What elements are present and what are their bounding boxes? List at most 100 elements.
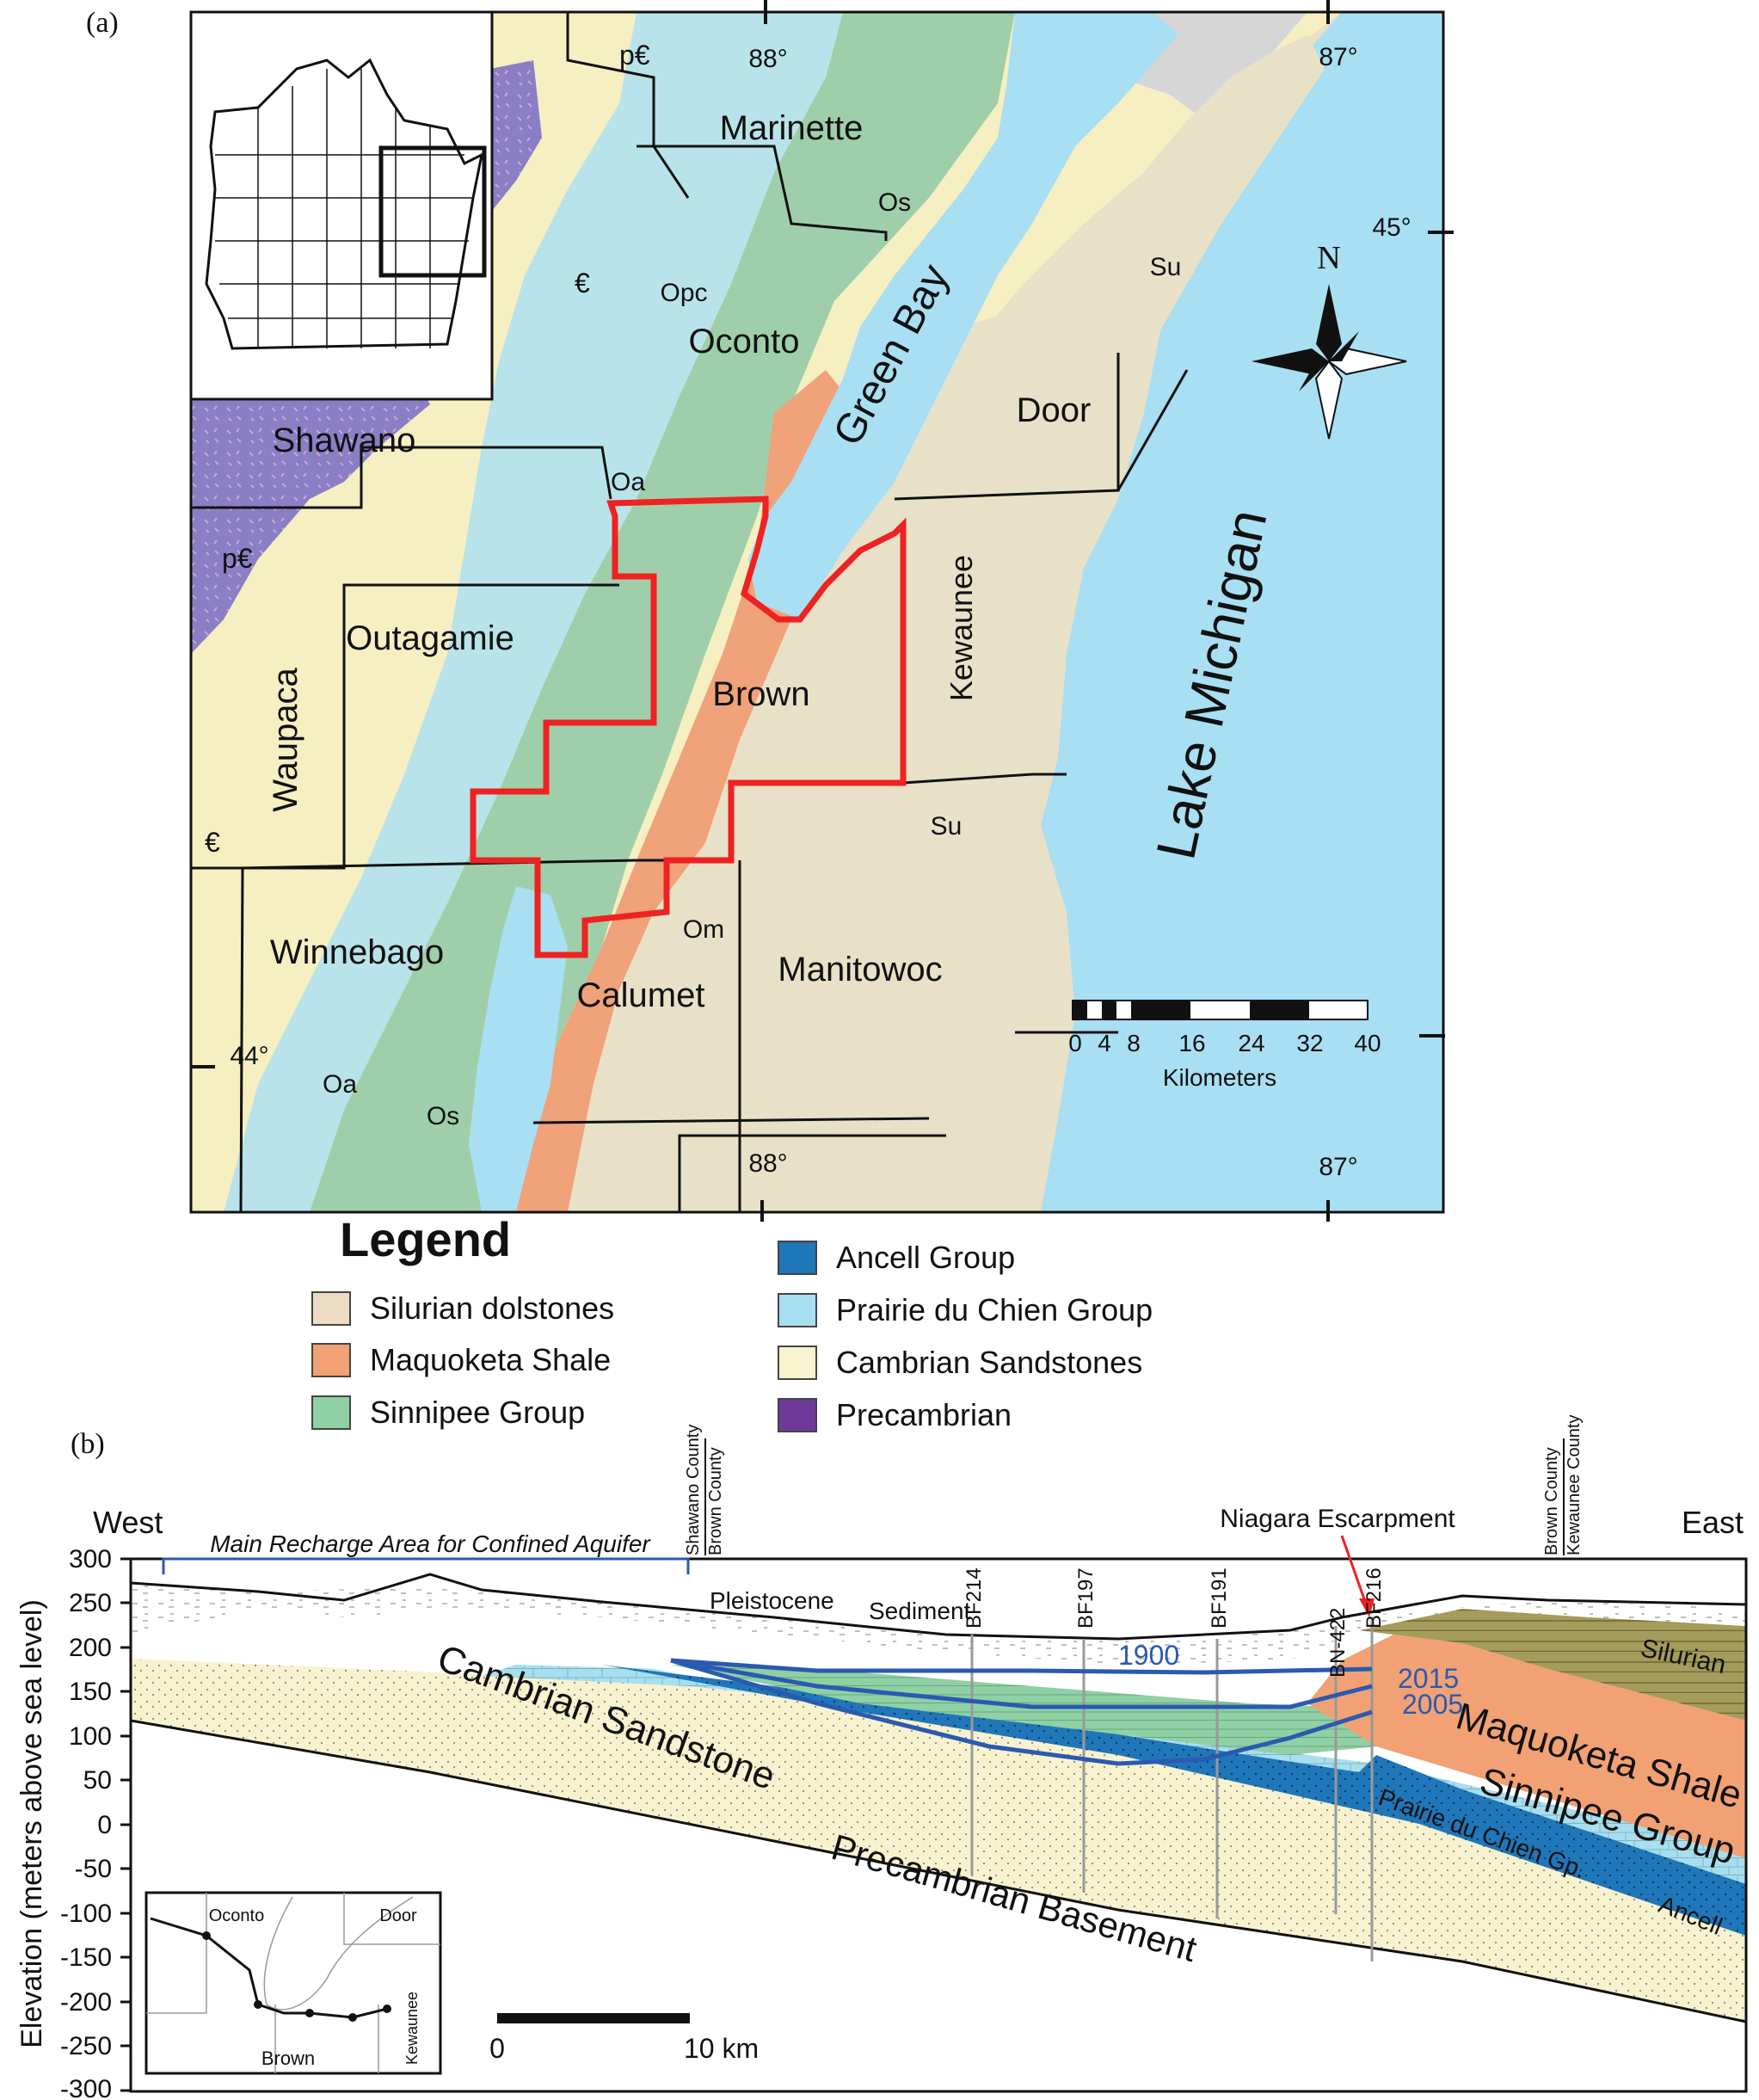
scale-tick-8: 8 <box>1127 1030 1141 1056</box>
label-shawano: Shawano <box>273 422 416 459</box>
unit-su-south: Su <box>931 812 963 841</box>
graticule-88-top: 88° <box>748 45 787 73</box>
county-right-top: Brown County <box>1542 1447 1561 1555</box>
label-waupaca: Waupaca <box>267 667 304 811</box>
label-brown: Brown <box>712 675 809 713</box>
legend-swatch <box>778 1293 817 1327</box>
scale-tick-4: 4 <box>1098 1030 1111 1056</box>
wisconsin-inset <box>189 10 494 401</box>
label-winnebago: Winnebago <box>270 933 444 971</box>
y-tick: -200 <box>60 1988 112 2017</box>
unit-precambrian-label: Precambrian Basement <box>827 1826 1202 1969</box>
scale-tick-16: 16 <box>1178 1030 1205 1056</box>
head-2005: 2005 <box>1402 1689 1463 1720</box>
well-bf214: BF214 <box>963 1567 986 1629</box>
inset-oconto: Oconto <box>209 1906 264 1925</box>
geologic-map: Marinette Oconto Shawano Outagamie Waupa… <box>189 0 1454 1222</box>
legend-item-cambrian: Cambrian Sandstones <box>778 1342 1142 1383</box>
scale-tick-32: 32 <box>1296 1030 1323 1056</box>
legend-item-silurian: Silurian dolstones <box>311 1288 614 1329</box>
y-tick: 100 <box>69 1722 112 1751</box>
section-scale-ten: 10 km <box>684 2033 759 2064</box>
label-manitowoc: Manitowoc <box>778 951 942 988</box>
unit-os-top: Os <box>878 188 911 217</box>
sediment-label: Sediment <box>869 1598 971 1624</box>
legend-swatch <box>311 1395 351 1430</box>
map-scalebar <box>1072 1000 1368 1020</box>
legend-swatch <box>778 1398 817 1432</box>
legend-item-precambrian: Precambrian <box>778 1395 1012 1436</box>
lake-michigan <box>1041 12 1443 1212</box>
y-tick: -100 <box>60 1900 112 1928</box>
label-east: East <box>1682 1505 1744 1540</box>
scale-unit: Kilometers <box>1163 1064 1276 1091</box>
map-frame <box>189 10 1445 1214</box>
inset-locator-box <box>378 145 487 278</box>
legend-label: Precambrian <box>836 1397 1012 1432</box>
legend-title: Legend <box>340 1212 512 1266</box>
unit-os-bottom: Os <box>427 1102 459 1130</box>
scale-tick-40: 40 <box>1354 1030 1381 1056</box>
y-tick: 0 <box>97 1811 112 1839</box>
precambrian-west <box>191 327 430 654</box>
pleistocene-label: Pleistocene <box>710 1587 834 1614</box>
unit-e-left: € <box>205 827 220 858</box>
graticule-87-top: 87° <box>1319 43 1357 71</box>
legend-swatch <box>778 1241 817 1275</box>
y-tick: 300 <box>69 1545 112 1573</box>
y-tick: 250 <box>69 1589 112 1617</box>
section-scale-zero: 0 <box>489 2033 505 2064</box>
well-bf197: BF197 <box>1074 1567 1098 1629</box>
door-peninsula <box>972 34 1325 413</box>
legend-swatch <box>311 1343 351 1377</box>
county-boundaries <box>191 12 1189 1212</box>
graticule-45: 45° <box>1372 213 1411 242</box>
scale-tick-0: 0 <box>1068 1030 1082 1056</box>
legend-label: Maquoketa Shale <box>370 1342 612 1377</box>
y-axis-label: Elevation (meters above sea level) <box>15 1599 48 2048</box>
legend-swatch <box>311 1291 351 1326</box>
legend-label: Ancell Group <box>836 1240 1016 1275</box>
legend-label: Cambrian Sandstones <box>836 1345 1143 1380</box>
well-bf191: BF191 <box>1208 1567 1231 1629</box>
y-tick: 50 <box>83 1766 112 1795</box>
label-west: West <box>93 1505 163 1540</box>
well-bf216: BF216 <box>1362 1567 1386 1629</box>
label-door: Door <box>1017 391 1092 429</box>
y-tick: -250 <box>60 2032 112 2060</box>
legend-item-prairie: Prairie du Chien Group <box>778 1290 1153 1331</box>
graticule-87-bottom: 87° <box>1319 1153 1357 1181</box>
legend-item-sinnipee: Sinnipee Group <box>311 1392 585 1433</box>
county-left-top: Shawano County <box>684 1425 703 1555</box>
head-1900: 1900 <box>1118 1640 1179 1671</box>
legend-item-ancell: Ancell Group <box>778 1237 1015 1278</box>
sinnipee-belt <box>310 12 1015 1212</box>
scale-tick-24: 24 <box>1238 1030 1264 1056</box>
legend-swatch <box>778 1346 817 1380</box>
unit-silurian-label: Silurian <box>1639 1634 1729 1679</box>
inset-brown: Brown <box>261 2048 315 2069</box>
unit-pe-left: p€ <box>222 543 253 574</box>
unit-om: Om <box>683 915 724 944</box>
panel-b-label: (b) <box>71 1428 105 1460</box>
lake-winnebago <box>469 886 568 1212</box>
section-inset-map <box>145 1891 442 2075</box>
unit-opc: Opc <box>660 279 707 307</box>
legend-label: Silurian dolstones <box>370 1290 615 1326</box>
inset-kewaunee: Kewaunee <box>403 1992 421 2065</box>
unit-oa-bottom: Oa <box>323 1070 357 1099</box>
unit-oa: Oa <box>611 468 645 496</box>
unit-pe-top: p€ <box>619 40 650 71</box>
label-oconto: Oconto <box>689 323 800 360</box>
recharge-label: Main Recharge Area for Confined Aquifer <box>210 1530 651 1557</box>
graticule-88-bottom: 88° <box>748 1149 787 1178</box>
label-outagamie: Outagamie <box>346 619 514 657</box>
y-tick: -150 <box>60 1943 112 1972</box>
inset-door: Door <box>379 1906 417 1925</box>
niagara-label: Niagara Escarpment <box>1220 1505 1455 1533</box>
county-left-bottom: Brown County <box>706 1447 725 1555</box>
panel-a-label: (a) <box>86 7 119 39</box>
head-2015: 2015 <box>1398 1663 1459 1694</box>
unit-cambrian-label: Cambrian Sandstone <box>432 1637 780 1798</box>
